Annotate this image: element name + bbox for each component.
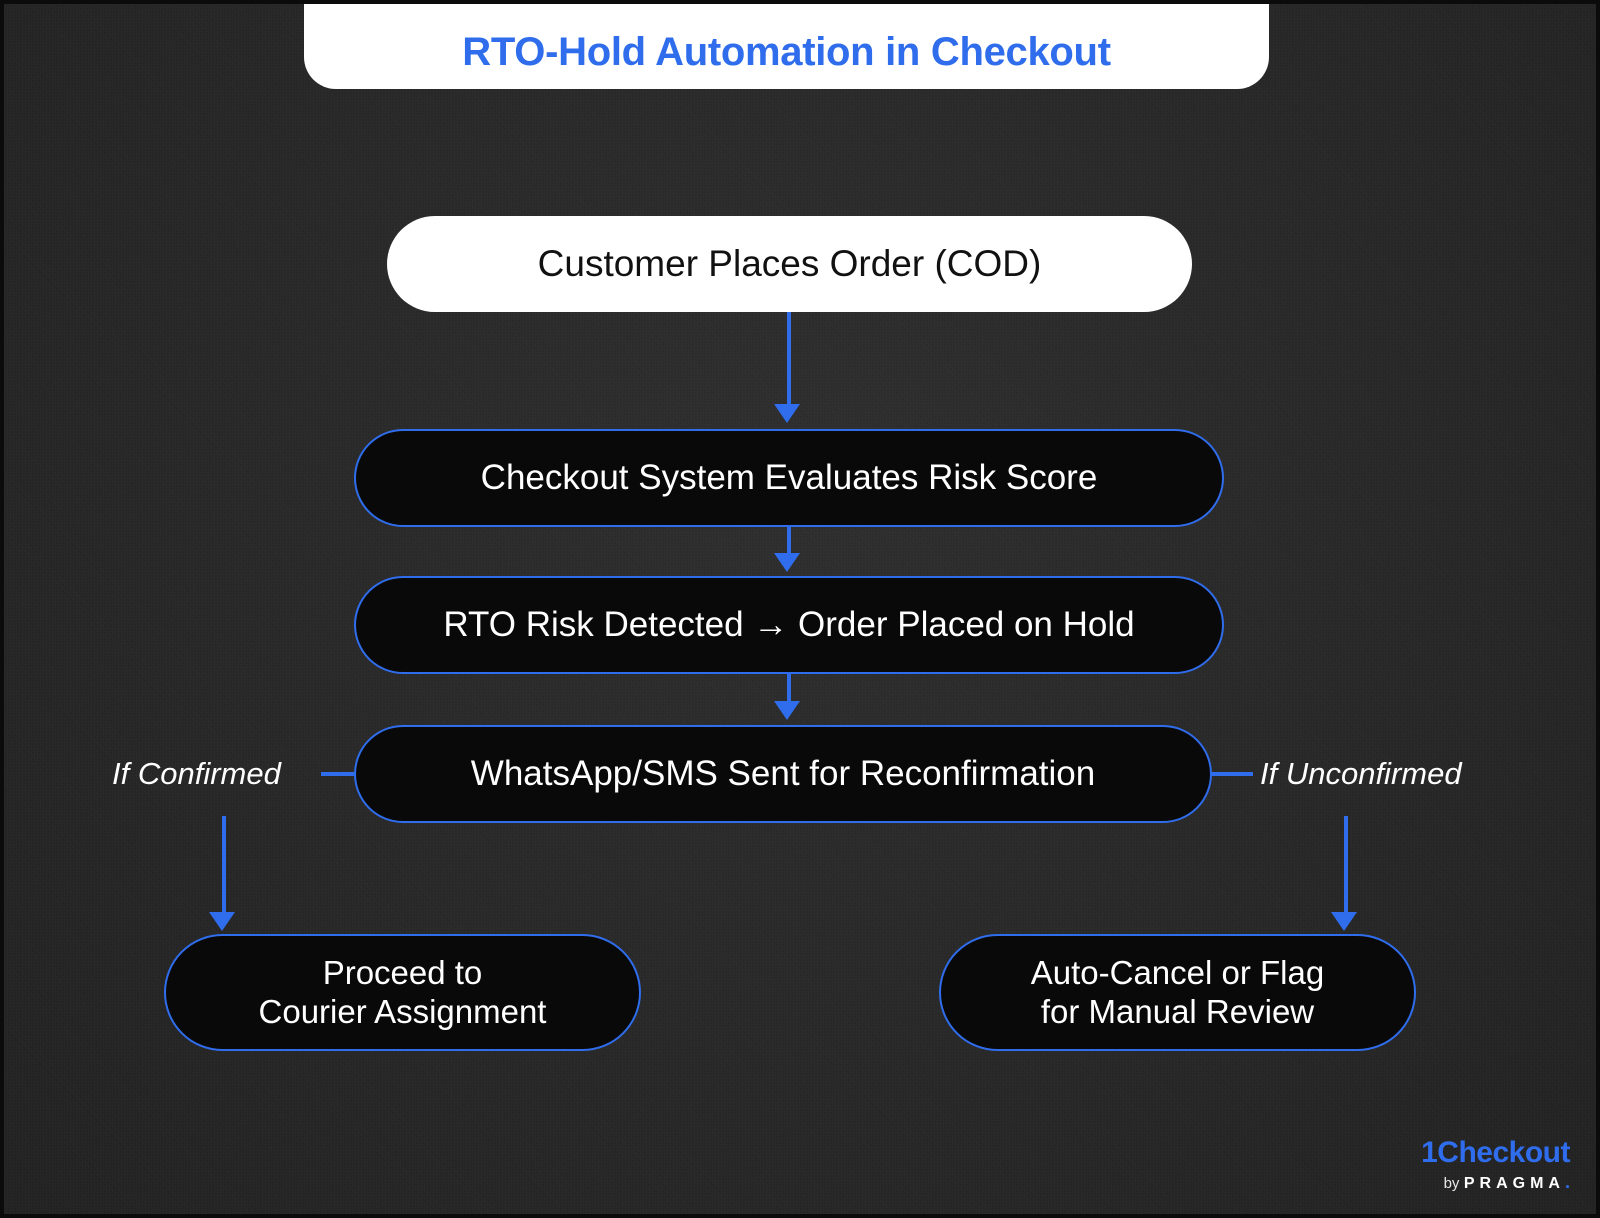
connector-left-branch-stub: [321, 772, 363, 776]
flow-node-label: Proceed to Courier Assignment: [258, 953, 547, 1030]
logo-company-name: PRAGMA: [1463, 1175, 1565, 1192]
flow-node-label: Customer Places Order (COD): [537, 243, 1042, 285]
flow-node-whatsapp-sms-sent[interactable]: WhatsApp/SMS Sent for Reconfirmation: [354, 725, 1212, 823]
flow-node-proceed-to-courier-assignment[interactable]: Proceed to Courier Assignment: [164, 934, 641, 1051]
connector-unconfirmed-to-cancel-line: [1344, 816, 1348, 920]
flow-node-rto-risk-detected[interactable]: RTO Risk Detected → Order Placed on Hold: [354, 576, 1224, 674]
flow-node-label: Checkout System Evaluates Risk Score: [480, 458, 1098, 498]
flow-node-auto-cancel-or-flag[interactable]: Auto-Cancel or Flag for Manual Review: [939, 934, 1416, 1051]
logo-tagline: by PRAGMA.: [1421, 1173, 1570, 1192]
connector-order-to-risk-arrowhead: [774, 404, 800, 423]
connector-hold-to-whatsapp-line: [787, 674, 791, 707]
title-card: RTO-Hold Automation in Checkout: [304, 4, 1269, 89]
connector-hold-to-whatsapp-arrowhead: [774, 701, 800, 720]
connector-confirmed-to-proceed-arrowhead: [209, 912, 235, 931]
connector-risk-to-hold-arrowhead: [774, 553, 800, 572]
brand-logo: 1Checkout by PRAGMA.: [1421, 1138, 1570, 1192]
logo-product-name: 1Checkout: [1421, 1136, 1570, 1169]
flow-node-label: WhatsApp/SMS Sent for Reconfirmation: [470, 754, 1096, 794]
page-title: RTO-Hold Automation in Checkout: [462, 30, 1111, 74]
connector-order-to-risk-line: [787, 312, 791, 412]
flow-node-label: RTO Risk Detected → Order Placed on Hold: [443, 605, 1135, 645]
flow-node-label: Auto-Cancel or Flag for Manual Review: [1030, 953, 1325, 1030]
branch-label-if-confirmed: If Confirmed: [112, 756, 281, 791]
connector-unconfirmed-to-cancel-arrowhead: [1331, 912, 1357, 931]
flow-node-checkout-evaluates-risk[interactable]: Checkout System Evaluates Risk Score: [354, 429, 1224, 527]
connector-confirmed-to-proceed-line: [222, 816, 226, 920]
branch-label-if-unconfirmed: If Unconfirmed: [1260, 756, 1462, 791]
logo-by-word: by: [1443, 1175, 1460, 1192]
logo-dot: .: [1564, 1172, 1570, 1192]
connector-right-branch-stub: [1209, 772, 1253, 776]
connector-risk-to-hold-line: [787, 527, 791, 560]
flow-node-customer-places-order[interactable]: Customer Places Order (COD): [387, 216, 1192, 312]
